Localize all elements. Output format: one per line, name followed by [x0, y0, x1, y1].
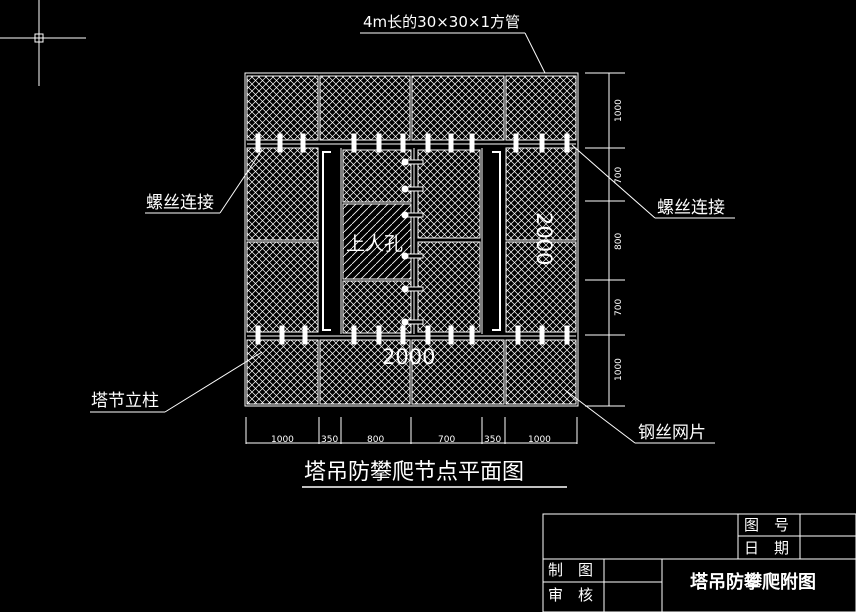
bolt-row-top	[255, 133, 570, 153]
leader-lines	[90, 32, 735, 444]
bolt-column-center	[401, 158, 424, 326]
access-hole	[342, 203, 412, 280]
drawing-number-label: 图 号	[744, 516, 789, 534]
dim-bottom-2: 350	[321, 435, 338, 445]
center-mesh-panels	[342, 149, 481, 334]
title-block	[542, 513, 856, 612]
dim-bottom-6: 1000	[528, 435, 551, 445]
bottom-mesh-band	[246, 339, 577, 405]
dim-bottom-4: 700	[438, 435, 455, 445]
dim-right-4: 700	[614, 299, 624, 316]
side-brackets	[322, 151, 501, 331]
top-mesh-band	[246, 75, 577, 141]
left-mesh-column	[246, 147, 319, 333]
access-hole-label: 上人孔	[346, 233, 403, 255]
drawing-caption: 塔吊防攀爬节点平面图	[304, 460, 524, 485]
dim-bottom-5: 350	[484, 435, 501, 445]
right-mesh-column	[505, 147, 577, 333]
wire-mesh-label: 钢丝网片	[638, 423, 706, 443]
title-block-drawing-title: 塔吊防攀爬附图	[690, 571, 816, 593]
bolt-row-bottom	[255, 325, 570, 345]
outer-frame	[244, 72, 579, 407]
tower-column-label: 塔节立柱	[91, 391, 159, 411]
crosshair-cursor-icon	[0, 0, 86, 86]
dim-bottom-3: 800	[367, 435, 384, 445]
dim-bottom-1: 1000	[271, 435, 294, 445]
drawn-by-label: 制 图	[548, 561, 593, 579]
bolt-connectors	[255, 133, 570, 345]
dim-right-2: 700	[614, 167, 624, 184]
bottom-dimension-chain	[245, 417, 578, 444]
overall-height-dimension: 2000	[532, 212, 556, 265]
dim-right-5: 1000	[614, 358, 624, 381]
reviewed-by-label: 审 核	[548, 586, 593, 604]
bolt-connection-right-label: 螺丝连接	[657, 198, 725, 218]
dim-right-3: 800	[614, 233, 624, 250]
bolt-connection-left-label: 螺丝连接	[146, 193, 214, 213]
dim-right-1: 1000	[614, 99, 624, 122]
date-label: 日 期	[744, 539, 789, 557]
overall-width-dimension: 2000	[382, 345, 435, 369]
pipe-spec-label: 4m长的30×30×1方管	[363, 13, 520, 31]
right-dimension-chain	[585, 72, 625, 407]
